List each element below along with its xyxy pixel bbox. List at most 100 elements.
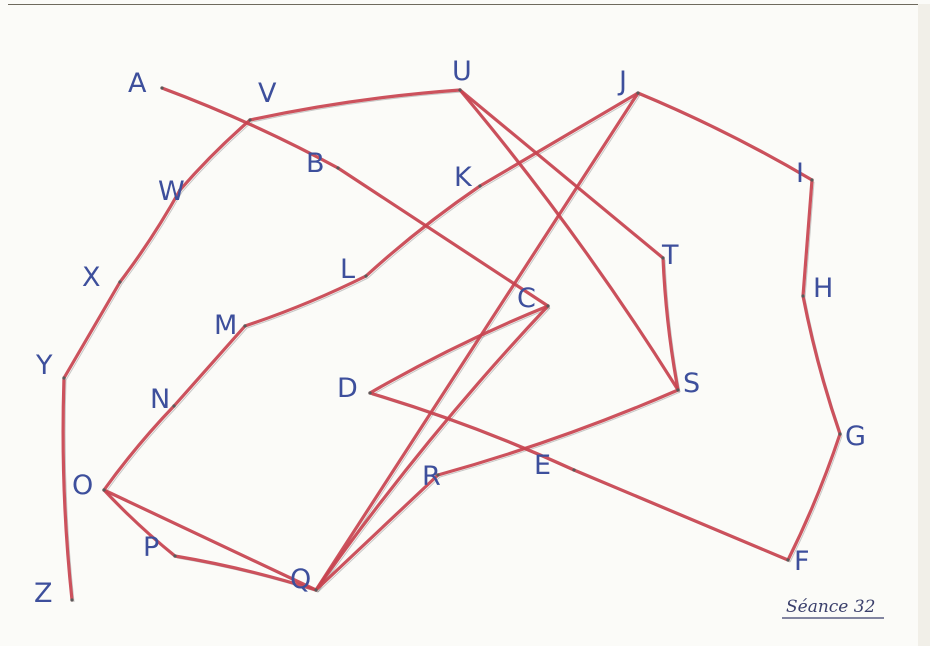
- edge-Y-Z: [61, 376, 74, 602]
- edge-O-Q: [102, 488, 318, 592]
- edge-C-Q: [314, 304, 550, 592]
- vertex-label-K: K: [454, 162, 473, 193]
- vertex-Y: [62, 376, 66, 380]
- vertex-label-V: V: [258, 78, 277, 109]
- edge-S-R: [436, 388, 680, 477]
- edge-I-H: [801, 178, 814, 298]
- vertex-X: [118, 280, 122, 284]
- vertex-label-P: P: [143, 532, 159, 563]
- guide-V-U: [251, 91, 463, 123]
- vertex-J: [636, 91, 640, 95]
- vertex-label-R: R: [422, 461, 441, 492]
- session-caption: Séance 32: [786, 597, 875, 617]
- edge-V-U: [248, 88, 462, 122]
- vertex-label-A: A: [128, 68, 147, 99]
- vertex-W: [178, 188, 182, 192]
- vertex-label-G: G: [845, 421, 866, 452]
- vertex-label-S: S: [683, 368, 700, 399]
- vertex-label-N: N: [150, 384, 170, 415]
- guide-G-F: [789, 435, 843, 563]
- edge-B-C: [336, 166, 550, 308]
- edge-X-Y: [62, 280, 122, 380]
- vertex-I: [810, 178, 814, 182]
- edge-J-K: [478, 91, 640, 188]
- edge-F-E: [572, 468, 790, 562]
- vertex-N: [172, 404, 176, 408]
- edge-D-C: [368, 304, 550, 395]
- vertex-B: [336, 166, 340, 170]
- guide-V-W: [181, 121, 253, 193]
- guide-K-L: [367, 187, 483, 279]
- vertex-label-X: X: [82, 262, 101, 293]
- vertex-H: [801, 294, 805, 298]
- vertex-label-J: J: [617, 66, 627, 97]
- edge-T-S: [661, 256, 680, 392]
- vertex-label-E: E: [534, 450, 551, 481]
- edge-E-D: [368, 391, 576, 472]
- vertex-F: [786, 558, 790, 562]
- guide-J-K: [481, 94, 641, 189]
- vertex-M: [243, 324, 247, 328]
- vertex-label-O: O: [72, 470, 93, 501]
- vertex-U: [458, 88, 462, 92]
- edge-J-I: [636, 91, 814, 182]
- vertex-Z: [70, 598, 74, 602]
- vertex-D: [368, 391, 372, 395]
- vertex-label-C: C: [517, 283, 536, 314]
- edge-L-M: [243, 274, 368, 328]
- guide-N-O: [105, 407, 177, 493]
- guide-D-C: [371, 307, 551, 396]
- edge-U-S: [458, 88, 680, 392]
- vertex-E: [572, 468, 576, 472]
- guide-J-I: [639, 94, 815, 183]
- guide-R-Q: [317, 476, 441, 593]
- paper-right-edge: [918, 4, 930, 646]
- edge-J-Q: [314, 91, 640, 592]
- guide-J-Q: [317, 94, 641, 593]
- vertex-S: [676, 388, 680, 392]
- guide-H-G: [804, 297, 843, 437]
- vertex-label-I: I: [796, 158, 804, 189]
- edge-P-Q: [173, 554, 318, 592]
- vertex-label-Y: Y: [35, 350, 53, 381]
- vertex-label-B: B: [306, 148, 325, 179]
- edge-W-X: [118, 188, 182, 284]
- guide-L-M: [246, 277, 369, 329]
- vertex-label-U: U: [452, 56, 472, 87]
- guide-W-X: [121, 191, 183, 285]
- guide-U-S: [461, 91, 681, 393]
- vertex-label-M: M: [214, 310, 237, 341]
- guide-T-S: [664, 259, 681, 393]
- vertex-R: [436, 473, 440, 477]
- edge-K-L: [364, 184, 482, 278]
- vertex-K: [478, 184, 482, 188]
- vertex-T: [661, 256, 665, 260]
- vertex-C: [546, 304, 550, 308]
- vertex-P: [173, 554, 177, 558]
- edge-H-G: [801, 294, 842, 436]
- vertex-G: [838, 432, 842, 436]
- edge-A-B: [160, 86, 340, 170]
- vertex-V: [248, 118, 252, 122]
- guide-I-H: [804, 181, 815, 299]
- guide-X-Y: [65, 283, 123, 381]
- vertex-label-F: F: [794, 546, 810, 577]
- guide-S-R: [439, 391, 681, 478]
- guide-Y-Z: [64, 379, 75, 603]
- vertex-Q: [314, 588, 318, 592]
- paper-top-edge: [8, 4, 930, 5]
- vertex-label-L: L: [340, 254, 355, 285]
- vertex-dots: [62, 86, 842, 602]
- vertex-label-D: D: [337, 373, 358, 404]
- edge-M-N: [172, 324, 247, 408]
- vertex-label-Q: Q: [290, 564, 311, 595]
- edge-G-F: [786, 432, 842, 562]
- guide-M-N: [175, 327, 248, 409]
- vertex-A: [160, 86, 164, 90]
- vertex-O: [102, 488, 106, 492]
- vertex-L: [364, 274, 368, 278]
- vertex-label-Z: Z: [34, 578, 53, 609]
- graph-edges: [61, 86, 842, 602]
